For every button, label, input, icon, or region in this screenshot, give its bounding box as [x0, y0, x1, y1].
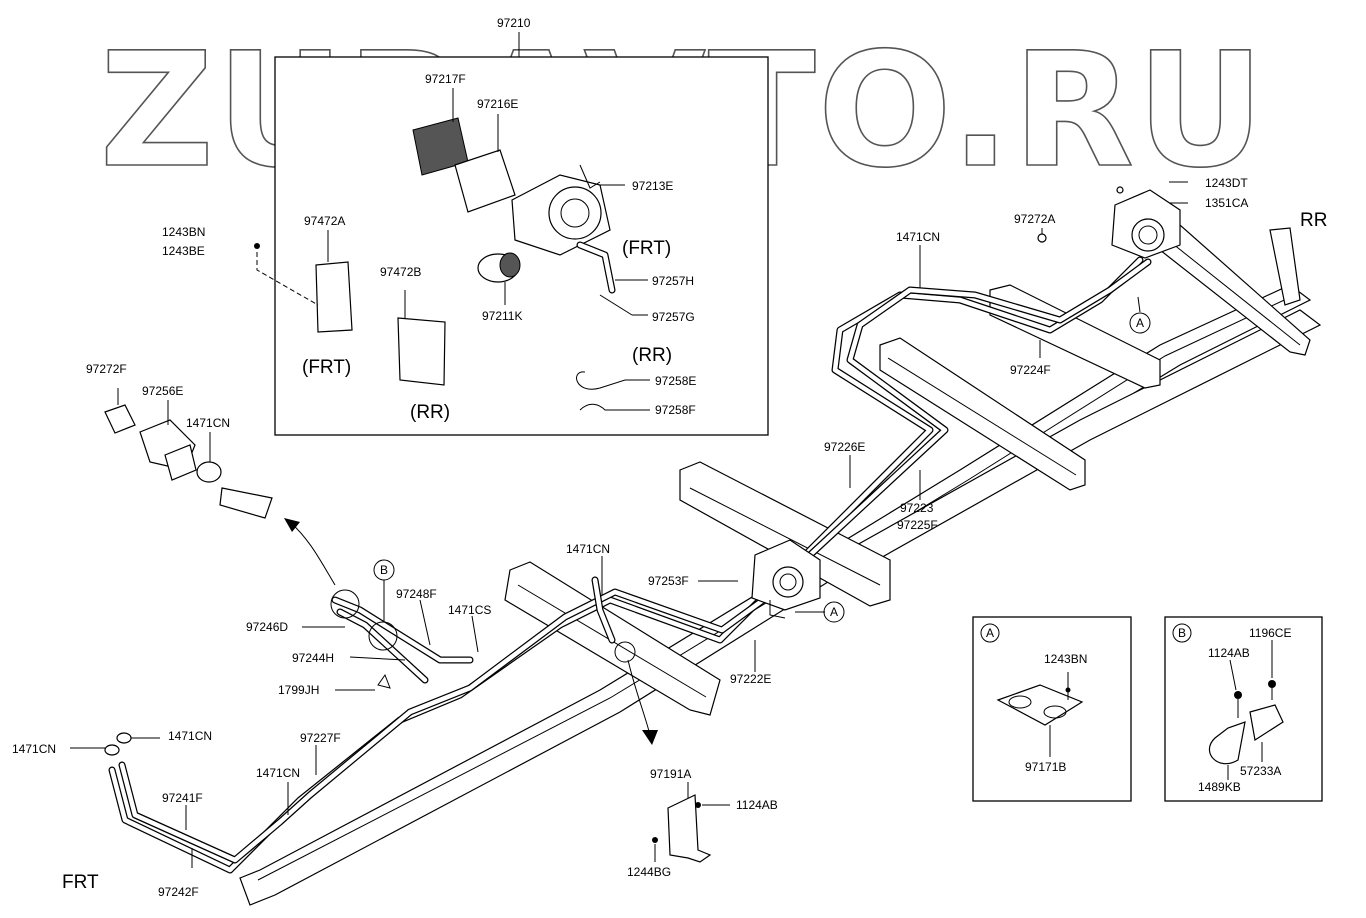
label-1351ca: 1351CA	[1205, 196, 1248, 210]
label-97222e: 97222E	[730, 672, 771, 686]
label-97472b: 97472B	[380, 265, 421, 279]
marker-a-rear-circle	[1129, 312, 1151, 334]
label-97241f: 97241F	[162, 791, 203, 805]
leader-1243bn	[256, 252, 319, 306]
label-97224f: 97224F	[1010, 363, 1051, 377]
detail-b-57233a: 57233A	[1240, 764, 1281, 778]
label-1471cn-left: 1471CN	[186, 416, 230, 430]
callout-circle-left	[330, 589, 360, 619]
label-1244bg: 1244BG	[627, 865, 671, 879]
bracket-97191a	[652, 782, 730, 863]
label-97226e: 97226E	[824, 440, 865, 454]
label-rr-view: RR	[1300, 210, 1327, 231]
detail-a-97171b: 97171B	[1025, 760, 1066, 774]
label-97253f: 97253F	[648, 574, 689, 588]
label-97256e: 97256E	[142, 384, 183, 398]
label-1243be: 1243BE	[162, 244, 205, 258]
label-97258e: 97258E	[655, 374, 696, 388]
label-rr-bracket: (RR)	[410, 402, 450, 423]
label-97227f: 97227F	[300, 731, 341, 745]
marker-a-mid: A	[830, 605, 838, 619]
detail-b-1196ce: 1196CE	[1249, 626, 1291, 640]
label-97257h: 97257H	[652, 274, 694, 288]
label-rr-inset: (RR)	[632, 345, 672, 366]
label-97216e: 97216E	[477, 97, 518, 111]
marker-a-rear: A	[1136, 316, 1144, 330]
detail-b-1489kb: 1489KB	[1198, 780, 1241, 794]
label-97191a: 97191A	[650, 767, 691, 781]
arrow-to-hose	[289, 521, 336, 586]
label-97257g: 97257G	[652, 310, 695, 324]
label-97248f: 97248F	[396, 587, 437, 601]
label-1471cn-top: 1471CN	[896, 230, 940, 244]
label-97217f: 97217F	[425, 72, 466, 86]
left-fittings	[104, 388, 273, 519]
label-97223: 97223	[900, 501, 934, 515]
arrow-to-bracket	[627, 659, 651, 736]
heater-pipes	[108, 256, 1152, 874]
label-97211k: 97211K	[482, 309, 522, 323]
bolt-1243bn	[254, 243, 260, 249]
detail-a-marker: A	[986, 626, 994, 640]
label-1243dt: 1243DT	[1205, 176, 1248, 190]
label-1243bn: 1243BN	[162, 225, 205, 239]
label-1471cn-c: 1471CN	[256, 766, 300, 780]
arrow-head-hose	[284, 518, 300, 532]
label-97213e: 97213E	[632, 179, 673, 193]
detail-a-1243bn: 1243BN	[1044, 652, 1087, 666]
label-97246d: 97246D	[246, 620, 288, 634]
label-97242f: 97242F	[158, 885, 199, 899]
label-inset-title: 97210	[497, 16, 531, 30]
label-1471cn-b: 1471CN	[12, 742, 56, 756]
label-1471cn-mid: 1471CN	[566, 542, 610, 556]
label-97225f: 97225F	[897, 518, 938, 532]
detail-b-1124ab: 1124AB	[1208, 646, 1250, 660]
label-97258f: 97258F	[655, 403, 696, 417]
mid-heater-unit	[751, 539, 821, 619]
label-frt-bracket: (FRT)	[302, 357, 351, 378]
label-97472a: 97472A	[304, 214, 345, 228]
label-1124ab: 1124AB	[736, 798, 778, 812]
inset-heater-assembly	[274, 32, 769, 436]
callout-circle-b	[368, 621, 398, 651]
rear-heater-unit	[1111, 186, 1181, 259]
marker-b: B	[380, 563, 388, 577]
leader-lines	[70, 181, 1188, 868]
label-97244h: 97244H	[292, 651, 334, 665]
arrow-head-bracket	[642, 730, 658, 745]
marker-a-mid-circle	[823, 601, 845, 623]
label-97272f: 97272F	[86, 362, 127, 376]
label-1471cn-a: 1471CN	[168, 729, 212, 743]
label-frt-inset: (FRT)	[622, 238, 671, 259]
label-1799jh: 1799JH	[278, 683, 319, 697]
detail-b-marker: B	[1178, 626, 1186, 640]
callout-circle-mid	[614, 641, 636, 663]
detail-a-box	[972, 616, 1132, 802]
detail-b-box	[1164, 616, 1323, 802]
label-frt-view: FRT	[62, 872, 99, 893]
label-1471cs: 1471CS	[448, 603, 491, 617]
label-97272a: 97272A	[1014, 212, 1055, 226]
